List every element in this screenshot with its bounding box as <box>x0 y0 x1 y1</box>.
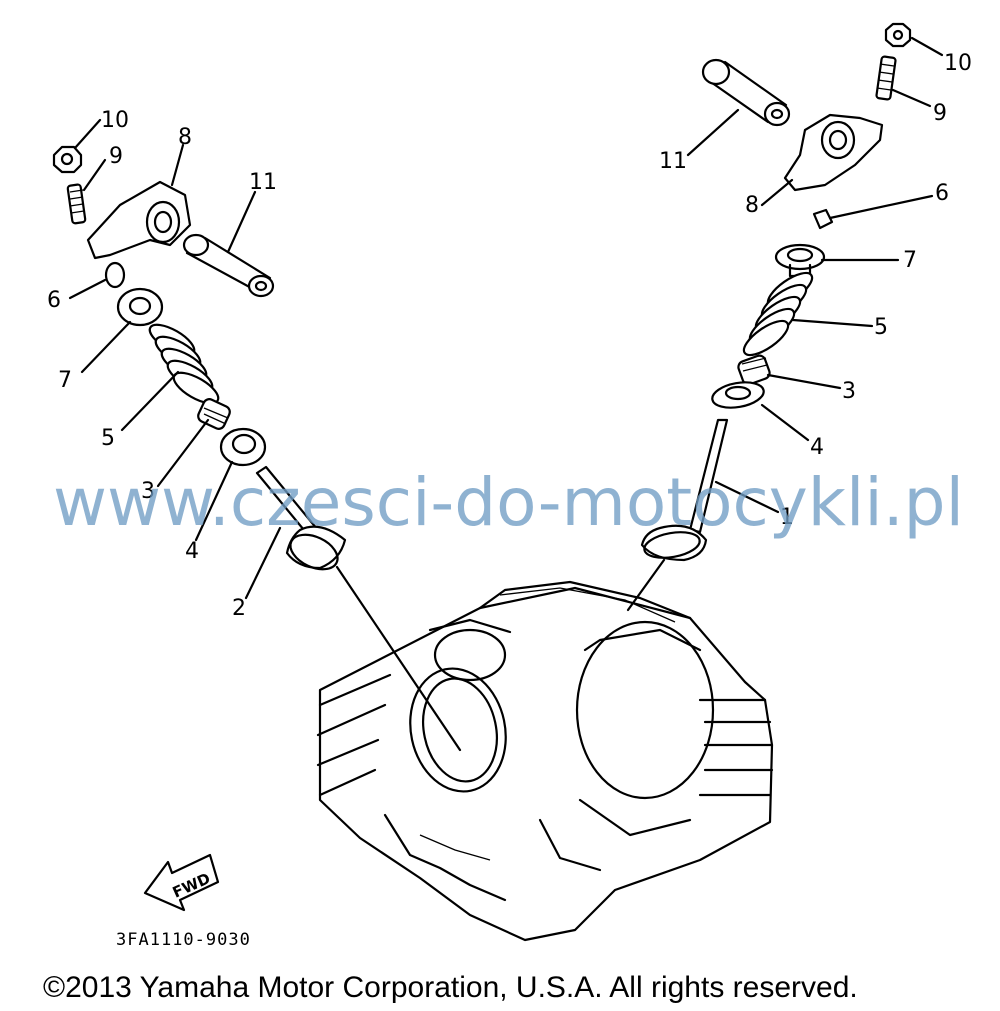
spring-retainer-right <box>774 243 826 271</box>
left-valve-assembly <box>52 145 347 571</box>
callout-left-3: 3 <box>141 479 155 504</box>
callout-left-9: 9 <box>109 144 123 169</box>
callout-left-2: 2 <box>232 596 246 621</box>
callout-left-11: 11 <box>249 170 277 195</box>
callout-right-9: 9 <box>933 101 947 126</box>
left-callouts: 10 9 8 11 6 7 5 3 4 2 <box>47 108 277 621</box>
drawing-code: 3FA1110-9030 <box>116 930 251 950</box>
intake-valve <box>255 465 347 571</box>
callout-left-10: 10 <box>101 108 129 133</box>
valve-cotter-left <box>104 261 126 289</box>
spring-retainer-left <box>116 287 164 327</box>
adjuster-screw-left <box>66 183 87 225</box>
callout-right-11: 11 <box>659 149 687 174</box>
valve-spring-left <box>148 323 220 405</box>
callout-left-8: 8 <box>178 125 192 150</box>
rocker-arm-right <box>783 113 884 192</box>
adjuster-screw-right <box>875 55 897 101</box>
callout-right-8: 8 <box>745 193 759 218</box>
leader-lines <box>68 36 944 752</box>
callout-right-3: 3 <box>842 379 856 404</box>
right-valve-assembly <box>640 22 912 562</box>
valve-cotter-right <box>812 208 834 230</box>
callout-left-5: 5 <box>101 426 115 451</box>
valve-stem-seal-right <box>737 354 771 386</box>
callout-right-1: 1 <box>780 505 794 530</box>
spring-seat-right <box>711 381 765 409</box>
callout-left-6: 6 <box>47 288 61 313</box>
cylinder-head-drawing <box>316 580 774 942</box>
right-callouts: 10 9 11 8 6 7 5 3 4 1 <box>659 51 972 530</box>
locknut-left <box>52 145 83 174</box>
callout-left-7: 7 <box>58 368 72 393</box>
exhaust-valve <box>640 418 729 562</box>
rocker-arm-left <box>86 180 192 260</box>
callout-right-5: 5 <box>874 315 888 340</box>
locknut-right <box>884 22 912 48</box>
callout-right-10: 10 <box>944 51 972 76</box>
callout-left-4: 4 <box>185 539 199 564</box>
fwd-arrow: FWD <box>143 853 220 912</box>
callout-right-4: 4 <box>810 435 824 460</box>
watermark-url: www.czesci-do-motocykli.pl <box>53 464 964 541</box>
callout-right-7: 7 <box>903 248 917 273</box>
valve-spring-right <box>742 271 814 357</box>
copyright-notice: ©2013 Yamaha Motor Corporation, U.S.A. A… <box>43 971 858 1004</box>
spring-seat-left <box>219 427 267 467</box>
callout-right-6: 6 <box>935 181 949 206</box>
